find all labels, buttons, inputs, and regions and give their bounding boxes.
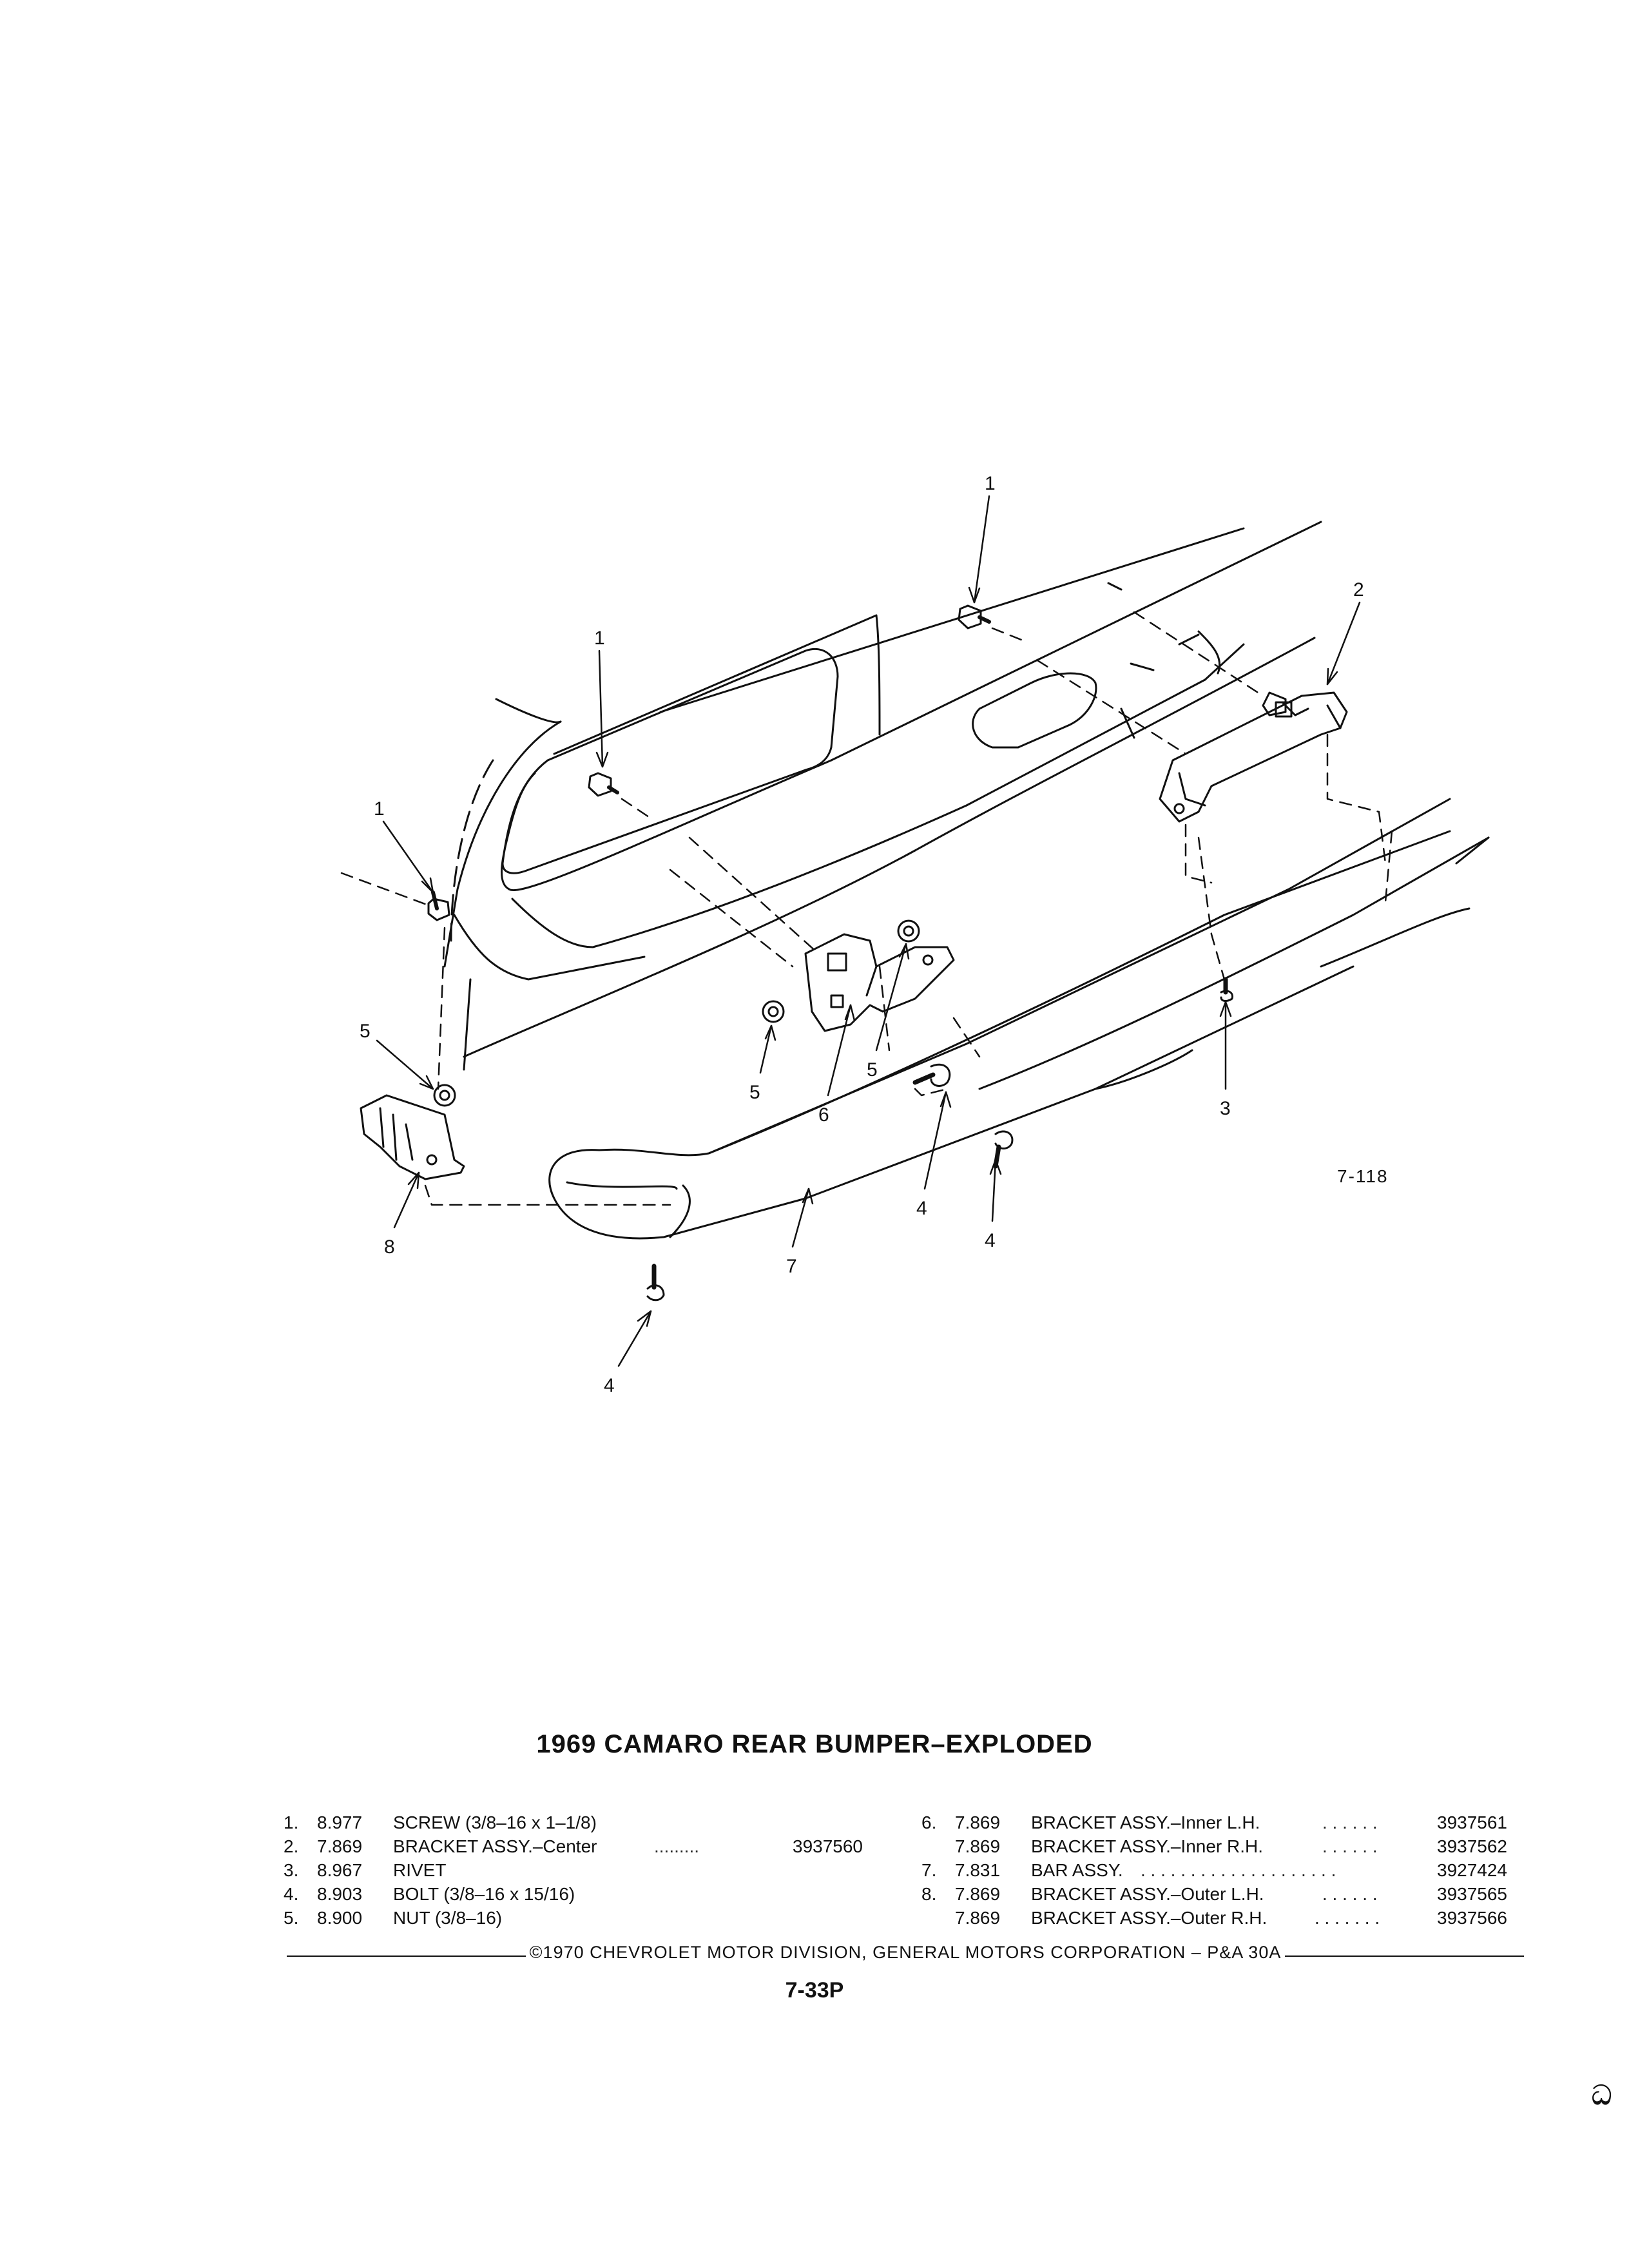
part-number: 3927424 — [1437, 1860, 1508, 1880]
group-code: 7.831 — [955, 1860, 1001, 1880]
callout-leaders — [376, 495, 1361, 1367]
bumper-bar — [548, 798, 1490, 1240]
parts-row: 3. 8.967 RIVET — [284, 1858, 889, 1882]
callout-1a: 1 — [985, 473, 996, 494]
footer-rule-left — [287, 1955, 526, 1957]
callout-5c: 5 — [867, 1059, 878, 1081]
corner-mark: ධ — [1592, 2080, 1612, 2110]
part-number: 3937560 — [793, 1836, 863, 1856]
part-number: 3937561 — [1437, 1812, 1508, 1832]
item-number: 4. — [284, 1884, 299, 1904]
copyright-footer: ©1970 CHEVROLET MOTOR DIVISION, GENERAL … — [287, 1943, 1524, 1963]
parts-row: 7. 7.831 BAR ASSY. . . . . . . . . . . .… — [921, 1858, 1521, 1882]
group-code: 7.869 — [955, 1812, 1001, 1832]
leader-dots: . . . . . . — [1322, 1812, 1378, 1832]
part-description: BRACKET ASSY.–Outer R.H. — [1031, 1908, 1268, 1928]
callout-1b: 1 — [594, 628, 605, 649]
group-code: 8.967 — [317, 1860, 363, 1880]
parts-row: 8. 7.869 BRACKET ASSY.–Outer L.H. . . . … — [921, 1882, 1521, 1906]
callout-labels: 1 1 1 2 3 4 4 4 5 5 5 6 7 8 7-118 — [360, 473, 1389, 1396]
part-description: BRACKET ASSY.–Inner L.H. — [1031, 1812, 1260, 1832]
parts-row: 4. 8.903 BOLT (3/8–16 x 15/16) — [284, 1882, 889, 1906]
item-number: 6. — [921, 1812, 937, 1832]
group-code: 8.977 — [317, 1812, 363, 1832]
callout-4b: 4 — [985, 1230, 996, 1251]
callout-5a: 5 — [360, 1021, 371, 1042]
part-description: NUT (3/8–16) — [393, 1908, 503, 1928]
part-description: BRACKET ASSY.–Center — [393, 1836, 597, 1856]
part-description: RIVET — [393, 1860, 447, 1880]
body-panel — [443, 521, 1322, 1071]
item-number: 7. — [921, 1860, 937, 1880]
group-code: 7.869 — [955, 1836, 1001, 1856]
copyright-text: ©1970 CHEVROLET MOTOR DIVISION, GENERAL … — [529, 1943, 1282, 1962]
inner-bracket — [804, 933, 955, 1032]
part-description: BRACKET ASSY.–Outer L.H. — [1031, 1884, 1264, 1904]
callout-4c: 4 — [604, 1375, 615, 1396]
part-description: BRACKET ASSY.–Inner R.H. — [1031, 1836, 1264, 1856]
parts-row: 5. 8.900 NUT (3/8–16) — [284, 1906, 889, 1930]
callout-4a: 4 — [916, 1198, 927, 1219]
part-number: 3937565 — [1437, 1884, 1508, 1904]
leader-dots: . . . . . . — [1322, 1836, 1378, 1856]
group-code: 8.903 — [317, 1884, 363, 1904]
tail-lamp-openings — [501, 648, 1097, 874]
item-number: 3. — [284, 1860, 299, 1880]
part-number: 3937566 — [1437, 1908, 1508, 1928]
item-number: 1. — [284, 1812, 299, 1832]
leader-dots: . . . . . . . — [1315, 1908, 1380, 1928]
parts-list-left: 1. 8.977 SCREW (3/8–16 x 1–1/8) 2. 7.869… — [284, 1811, 889, 1930]
outer-bracket — [360, 1094, 465, 1180]
parts-row: 2. 7.869 BRACKET ASSY.–Center ......... … — [284, 1834, 889, 1858]
callout-1c: 1 — [374, 798, 385, 820]
leader-dots: . . . . . . . . . . . . . . . . . . . . — [1141, 1860, 1336, 1880]
group-code: 7.869 — [955, 1908, 1001, 1928]
callout-2: 2 — [1353, 579, 1364, 601]
parts-row: 7.869 BRACKET ASSY.–Inner R.H. . . . . .… — [921, 1834, 1521, 1858]
diagram-title: 1969 CAMARO REAR BUMPER–EXPLODED — [536, 1730, 1093, 1758]
parts-row: 7.869 BRACKET ASSY.–Outer R.H. . . . . .… — [921, 1906, 1521, 1930]
callout-3: 3 — [1220, 1098, 1231, 1119]
group-code: 8.900 — [317, 1908, 363, 1928]
item-number: 2. — [284, 1836, 299, 1856]
part-description: BOLT (3/8–16 x 15/16) — [393, 1884, 575, 1904]
part-number: 3937562 — [1437, 1836, 1508, 1856]
callout-7: 7 — [786, 1256, 797, 1277]
part-description: SCREW (3/8–16 x 1–1/8) — [393, 1812, 597, 1832]
group-code: 7.869 — [955, 1884, 1001, 1904]
footer-rule-right — [1285, 1955, 1524, 1957]
leader-dots: ......... — [654, 1836, 700, 1856]
part-description: BAR ASSY. — [1031, 1860, 1123, 1880]
callout-8: 8 — [384, 1236, 395, 1258]
callout-5b: 5 — [749, 1082, 760, 1103]
center-bracket — [1159, 691, 1348, 823]
parts-list-right: 6. 7.869 BRACKET ASSY.–Inner L.H. . . . … — [921, 1811, 1521, 1930]
callout-6: 6 — [818, 1104, 829, 1126]
item-number: 5. — [284, 1908, 299, 1928]
group-code: 7.869 — [317, 1836, 363, 1856]
item-number: 8. — [921, 1884, 937, 1904]
leader-dots: . . . . . . — [1322, 1884, 1378, 1904]
parts-row: 6. 7.869 BRACKET ASSY.–Inner L.H. . . . … — [921, 1811, 1521, 1834]
parts-row: 1. 8.977 SCREW (3/8–16 x 1–1/8) — [284, 1811, 889, 1834]
assembly-lines — [340, 611, 1393, 1206]
figure-reference: 7-118 — [1337, 1166, 1389, 1186]
page-number: 7-33P — [785, 1978, 844, 2003]
